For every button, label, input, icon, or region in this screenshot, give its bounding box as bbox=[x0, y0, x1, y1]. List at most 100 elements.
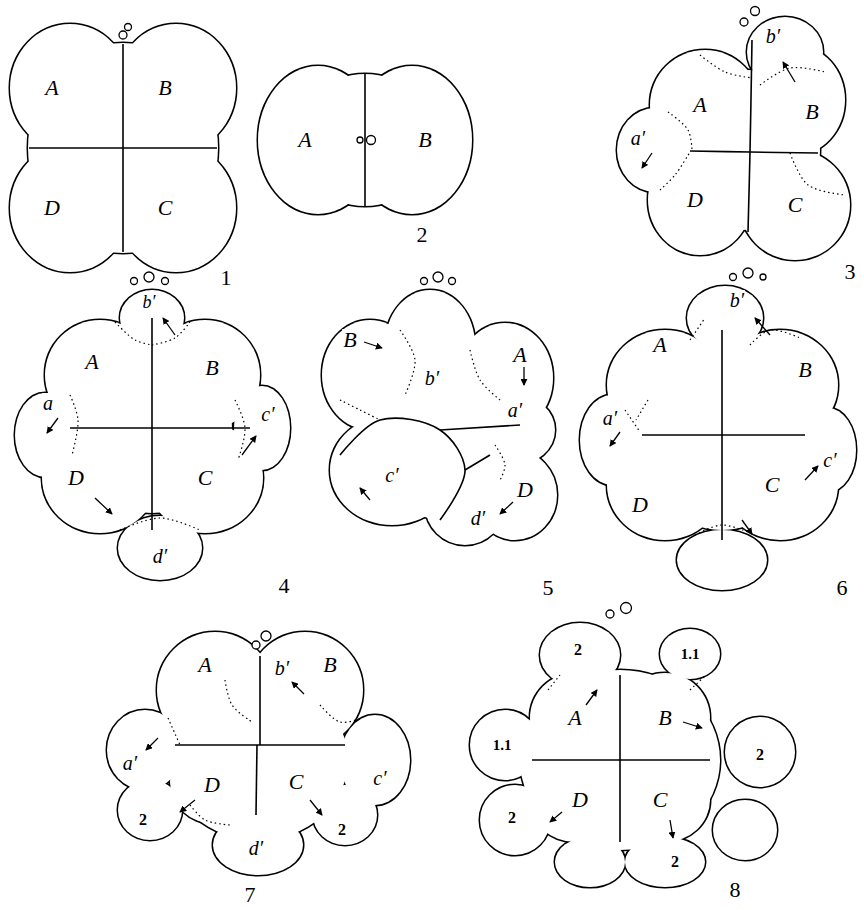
polar-body bbox=[730, 274, 737, 281]
cell-label: A bbox=[692, 94, 707, 116]
cell-body bbox=[295, 74, 435, 206]
callout-number: 2 bbox=[337, 822, 347, 838]
cell-outline bbox=[520, 670, 720, 850]
polar-body bbox=[144, 272, 154, 282]
cell-label: b′ bbox=[424, 368, 440, 388]
cell-label: D bbox=[203, 774, 221, 796]
cell-label: a′ bbox=[122, 753, 138, 773]
hidden-boundary bbox=[152, 322, 190, 345]
cleavage-arrow bbox=[242, 436, 256, 455]
cell-label: A bbox=[84, 351, 99, 373]
cell-label: A bbox=[652, 334, 667, 356]
cell-label: A bbox=[44, 77, 59, 99]
cleavage-arrow bbox=[550, 812, 562, 822]
cell-body bbox=[580, 395, 644, 485]
cleavage-arrow bbox=[755, 318, 770, 335]
figure-number: 8 bbox=[729, 879, 742, 901]
cell-boundary bbox=[340, 418, 465, 520]
cleavage-arrow bbox=[292, 682, 304, 694]
cleavage-arrow bbox=[310, 800, 322, 815]
cell-label: A bbox=[297, 129, 312, 151]
hidden-boundary bbox=[120, 518, 200, 530]
polar-body bbox=[131, 278, 138, 285]
callout-number: 1.1 bbox=[680, 647, 701, 662]
cell-body bbox=[118, 780, 182, 840]
cell-label: D bbox=[571, 789, 589, 811]
cell-body bbox=[15, 393, 75, 477]
cell-outline bbox=[168, 680, 348, 840]
cell-boundary bbox=[619, 675, 621, 842]
hidden-boundary bbox=[760, 68, 825, 85]
callout-number: 2 bbox=[573, 642, 583, 658]
figure-number: 7 bbox=[244, 884, 257, 906]
cell-boundary bbox=[70, 427, 250, 429]
cell-body bbox=[713, 800, 777, 860]
cell-label: a bbox=[42, 393, 54, 413]
cell-label: B bbox=[804, 101, 819, 123]
cleavage-arrow bbox=[360, 488, 370, 500]
cell-label: B bbox=[204, 357, 219, 379]
cell-boundary bbox=[259, 656, 261, 745]
polar-body bbox=[449, 278, 456, 285]
figure-number: 3 bbox=[844, 261, 857, 283]
hidden-boundary bbox=[225, 680, 252, 722]
hidden-boundary bbox=[790, 153, 845, 195]
cell-outline bbox=[800, 408, 856, 492]
cell-label: c′ bbox=[384, 465, 399, 485]
cell-body bbox=[725, 717, 795, 787]
cell-label: B bbox=[157, 77, 172, 99]
polar-body bbox=[740, 18, 748, 26]
cell-outline bbox=[365, 340, 525, 520]
hidden-boundary bbox=[168, 718, 180, 745]
cell-label: d′ bbox=[152, 546, 168, 566]
cell-label: C bbox=[288, 771, 305, 793]
hidden-boundary bbox=[668, 112, 692, 150]
cell-label: c′ bbox=[372, 768, 387, 788]
hidden-boundary bbox=[470, 350, 500, 400]
callout-number: 2 bbox=[138, 812, 148, 828]
cell-label: a′ bbox=[630, 128, 646, 148]
cell-label: b′ bbox=[274, 658, 290, 678]
cell-outline bbox=[713, 800, 777, 860]
embryo-figure bbox=[580, 268, 856, 590]
cell-outline bbox=[15, 393, 75, 477]
cell-outline bbox=[118, 516, 202, 580]
cell-label: a′ bbox=[507, 400, 523, 420]
polar-body bbox=[119, 31, 127, 39]
cleavage-arrow bbox=[683, 722, 702, 728]
polar-body bbox=[621, 603, 632, 614]
embryo-figure bbox=[107, 631, 410, 875]
cell-label: D bbox=[43, 197, 61, 219]
embryo-figure bbox=[470, 603, 795, 888]
cleavage-arrow bbox=[805, 466, 818, 480]
cleavage-arrow bbox=[742, 520, 752, 534]
hidden-boundary bbox=[340, 400, 380, 420]
hidden-boundary bbox=[235, 400, 245, 460]
cell-label: A bbox=[567, 707, 582, 729]
cleavage-arrow bbox=[670, 820, 673, 838]
hidden-boundary bbox=[690, 676, 705, 690]
cleavage-arrow bbox=[163, 318, 175, 335]
cleavage-arrow bbox=[180, 800, 195, 812]
hidden-boundary bbox=[690, 318, 705, 340]
cell-boundary bbox=[690, 151, 818, 153]
cell-label: B bbox=[417, 129, 432, 151]
cell-outline bbox=[580, 395, 644, 485]
embryo-figure bbox=[10, 24, 236, 273]
figure-number: 2 bbox=[416, 224, 429, 246]
polar-body bbox=[162, 278, 169, 285]
cell-boundary bbox=[465, 455, 490, 470]
cleavage-arrow bbox=[364, 342, 382, 348]
hidden-boundary bbox=[700, 55, 752, 78]
hidden-boundary bbox=[636, 400, 648, 420]
hidden-boundary bbox=[660, 152, 690, 190]
cell-label: d′ bbox=[248, 838, 264, 858]
polar-body bbox=[751, 7, 760, 16]
cell-body bbox=[365, 340, 525, 520]
cell-boundary bbox=[642, 434, 805, 436]
cleavage-arrow bbox=[500, 502, 513, 514]
cell-label: A bbox=[197, 654, 212, 676]
cell-boundary bbox=[748, 40, 752, 232]
cell-body bbox=[660, 629, 720, 679]
